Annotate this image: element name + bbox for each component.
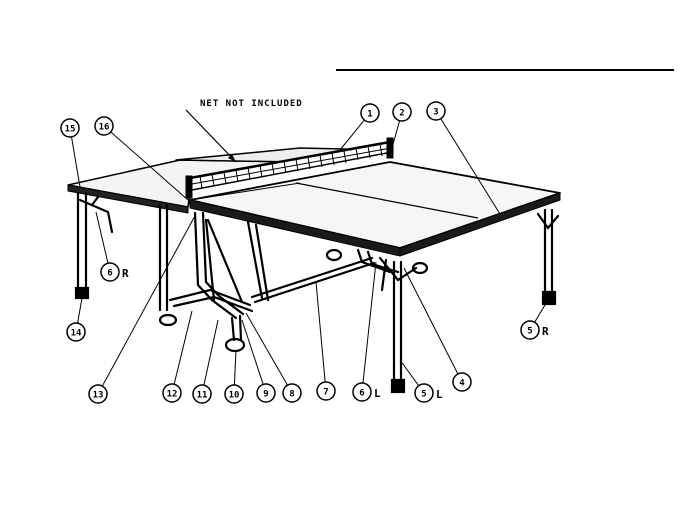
callout-side-letter: L xyxy=(436,388,443,401)
callout-number: 2 xyxy=(399,109,404,119)
callout-circle xyxy=(520,320,540,340)
callout-circle xyxy=(162,383,182,403)
callout-circle xyxy=(452,372,472,392)
callout-number: 10 xyxy=(229,391,240,401)
callout-number: 11 xyxy=(197,391,208,401)
callout-circle xyxy=(256,383,276,403)
callout-leader-line xyxy=(233,349,237,386)
callout-number: 1 xyxy=(367,110,372,120)
callout-number: 3 xyxy=(433,108,438,118)
callout-circle xyxy=(316,381,336,401)
callout-number: 12 xyxy=(167,390,178,400)
callout-circle xyxy=(66,322,86,342)
callout-number: 14 xyxy=(71,329,82,339)
table-frame xyxy=(74,191,560,394)
callout-number: 13 xyxy=(93,391,104,401)
callout-circle xyxy=(94,116,114,136)
callout-leader-line xyxy=(399,359,420,387)
callout-circle xyxy=(360,103,380,123)
callout-circle xyxy=(414,383,434,403)
callout-leader-line xyxy=(203,319,219,386)
callout-leader-line xyxy=(315,281,326,383)
callout-table-top-left: 15 xyxy=(60,118,81,188)
callout-number: 6 xyxy=(359,389,364,399)
callout-side-letter: R xyxy=(542,325,549,338)
callout-number: 4 xyxy=(459,379,465,389)
callout-circle xyxy=(224,384,244,404)
callout-leg-cap: 14 xyxy=(66,297,86,342)
net-note-text: NET NOT INCLUDED xyxy=(200,99,303,109)
callout-number: 7 xyxy=(323,388,328,398)
callout-circle xyxy=(60,118,80,138)
callout-number: 5 xyxy=(527,327,532,337)
callout-leader-line xyxy=(173,310,193,385)
callout-leader-line xyxy=(245,312,288,386)
callout-number: 15 xyxy=(65,125,76,135)
callout-circle xyxy=(352,382,372,402)
callout-circle xyxy=(282,383,302,403)
callout-leader-line xyxy=(403,267,459,375)
callout-leader-line xyxy=(534,299,549,323)
callout-leader-line xyxy=(241,319,264,385)
callout-base-frame: 12 xyxy=(162,310,193,403)
callout-number: 9 xyxy=(263,390,268,400)
callout-caster: 10 xyxy=(224,349,244,404)
callout-circle xyxy=(426,101,446,121)
callout-side-letter: R xyxy=(122,267,129,280)
callout-hinge: 8 xyxy=(245,312,302,403)
callout-side-letter: L xyxy=(374,387,381,400)
callout-center-frame: 13 xyxy=(88,213,197,404)
callout-frame-leg: 11 xyxy=(192,319,219,404)
callout-top-edge: 16 xyxy=(94,116,189,201)
callout-leader-line xyxy=(339,119,365,151)
callout-table-top-right: 3 xyxy=(426,101,501,215)
callout-leader-line xyxy=(110,131,189,201)
callout-leg-brace: 4 xyxy=(403,267,472,392)
callout-leader-line xyxy=(362,261,377,384)
callout-leader-line xyxy=(101,213,197,387)
callout-leader-line xyxy=(440,118,501,215)
callout-number: 6 xyxy=(107,269,112,279)
callout-number: 5 xyxy=(421,390,426,400)
net-assembly xyxy=(185,137,394,199)
callout-circle xyxy=(392,102,412,122)
callout-cross-bar: 7 xyxy=(315,281,336,401)
callout-net-bracket: 1 xyxy=(339,103,380,151)
callout-leader-line xyxy=(71,136,81,188)
callout-net-post: 2 xyxy=(391,102,412,149)
callout-number: 8 xyxy=(289,390,294,400)
callout-circle xyxy=(100,262,120,282)
callout-leader-line xyxy=(95,211,109,264)
callout-leader-line xyxy=(77,297,83,324)
callout-circle xyxy=(88,384,108,404)
callout-circle xyxy=(192,384,212,404)
net-note: NET NOT INCLUDED xyxy=(185,99,303,163)
callout-bolt: 9 xyxy=(241,319,276,403)
callout-number: 16 xyxy=(99,123,110,133)
callout-leader-line xyxy=(391,120,401,149)
